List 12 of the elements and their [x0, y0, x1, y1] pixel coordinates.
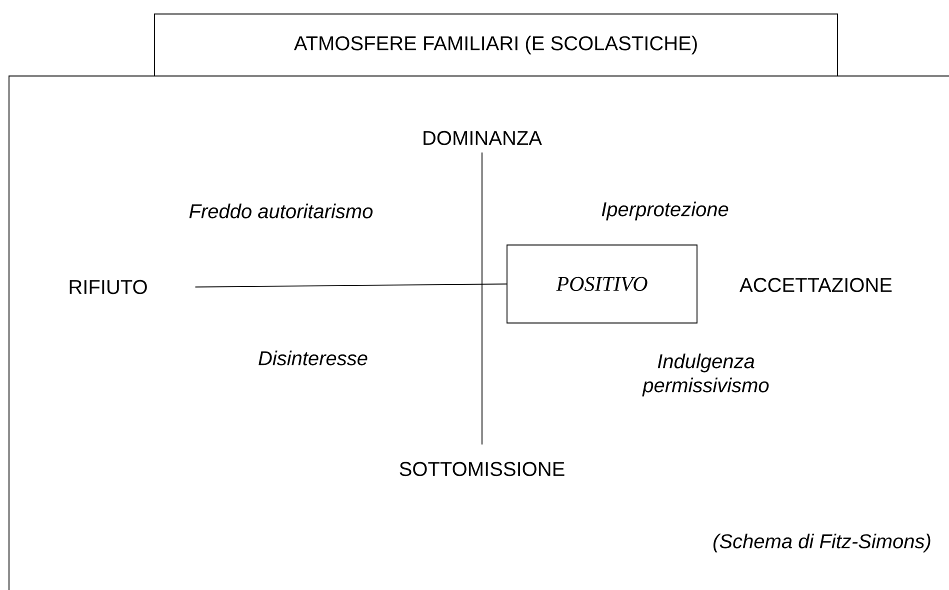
axis-label: ACCETTAZIONE: [740, 278, 892, 292]
axis-line: [194, 284, 507, 288]
source-note: (Schema di Fitz-Simons): [713, 534, 930, 552]
axis-label: SOTTOMISSIONE: [400, 462, 564, 476]
quadrant-label: Indulgenza permissivismo: [642, 354, 769, 396]
axis-label: RIFIUTO: [70, 280, 147, 294]
axis-label: DOMINANZA: [424, 130, 542, 146]
quadrant-label: Freddo autoritarismo: [189, 204, 373, 218]
positivo-box: POSITIVO: [506, 244, 698, 324]
quadrant-label: Disinteresse: [258, 350, 368, 366]
quadrant-label: Iperprotezione: [602, 202, 728, 220]
title-box: ATMOSFERE FAMILIARI (E SCOLASTICHE): [154, 14, 838, 76]
